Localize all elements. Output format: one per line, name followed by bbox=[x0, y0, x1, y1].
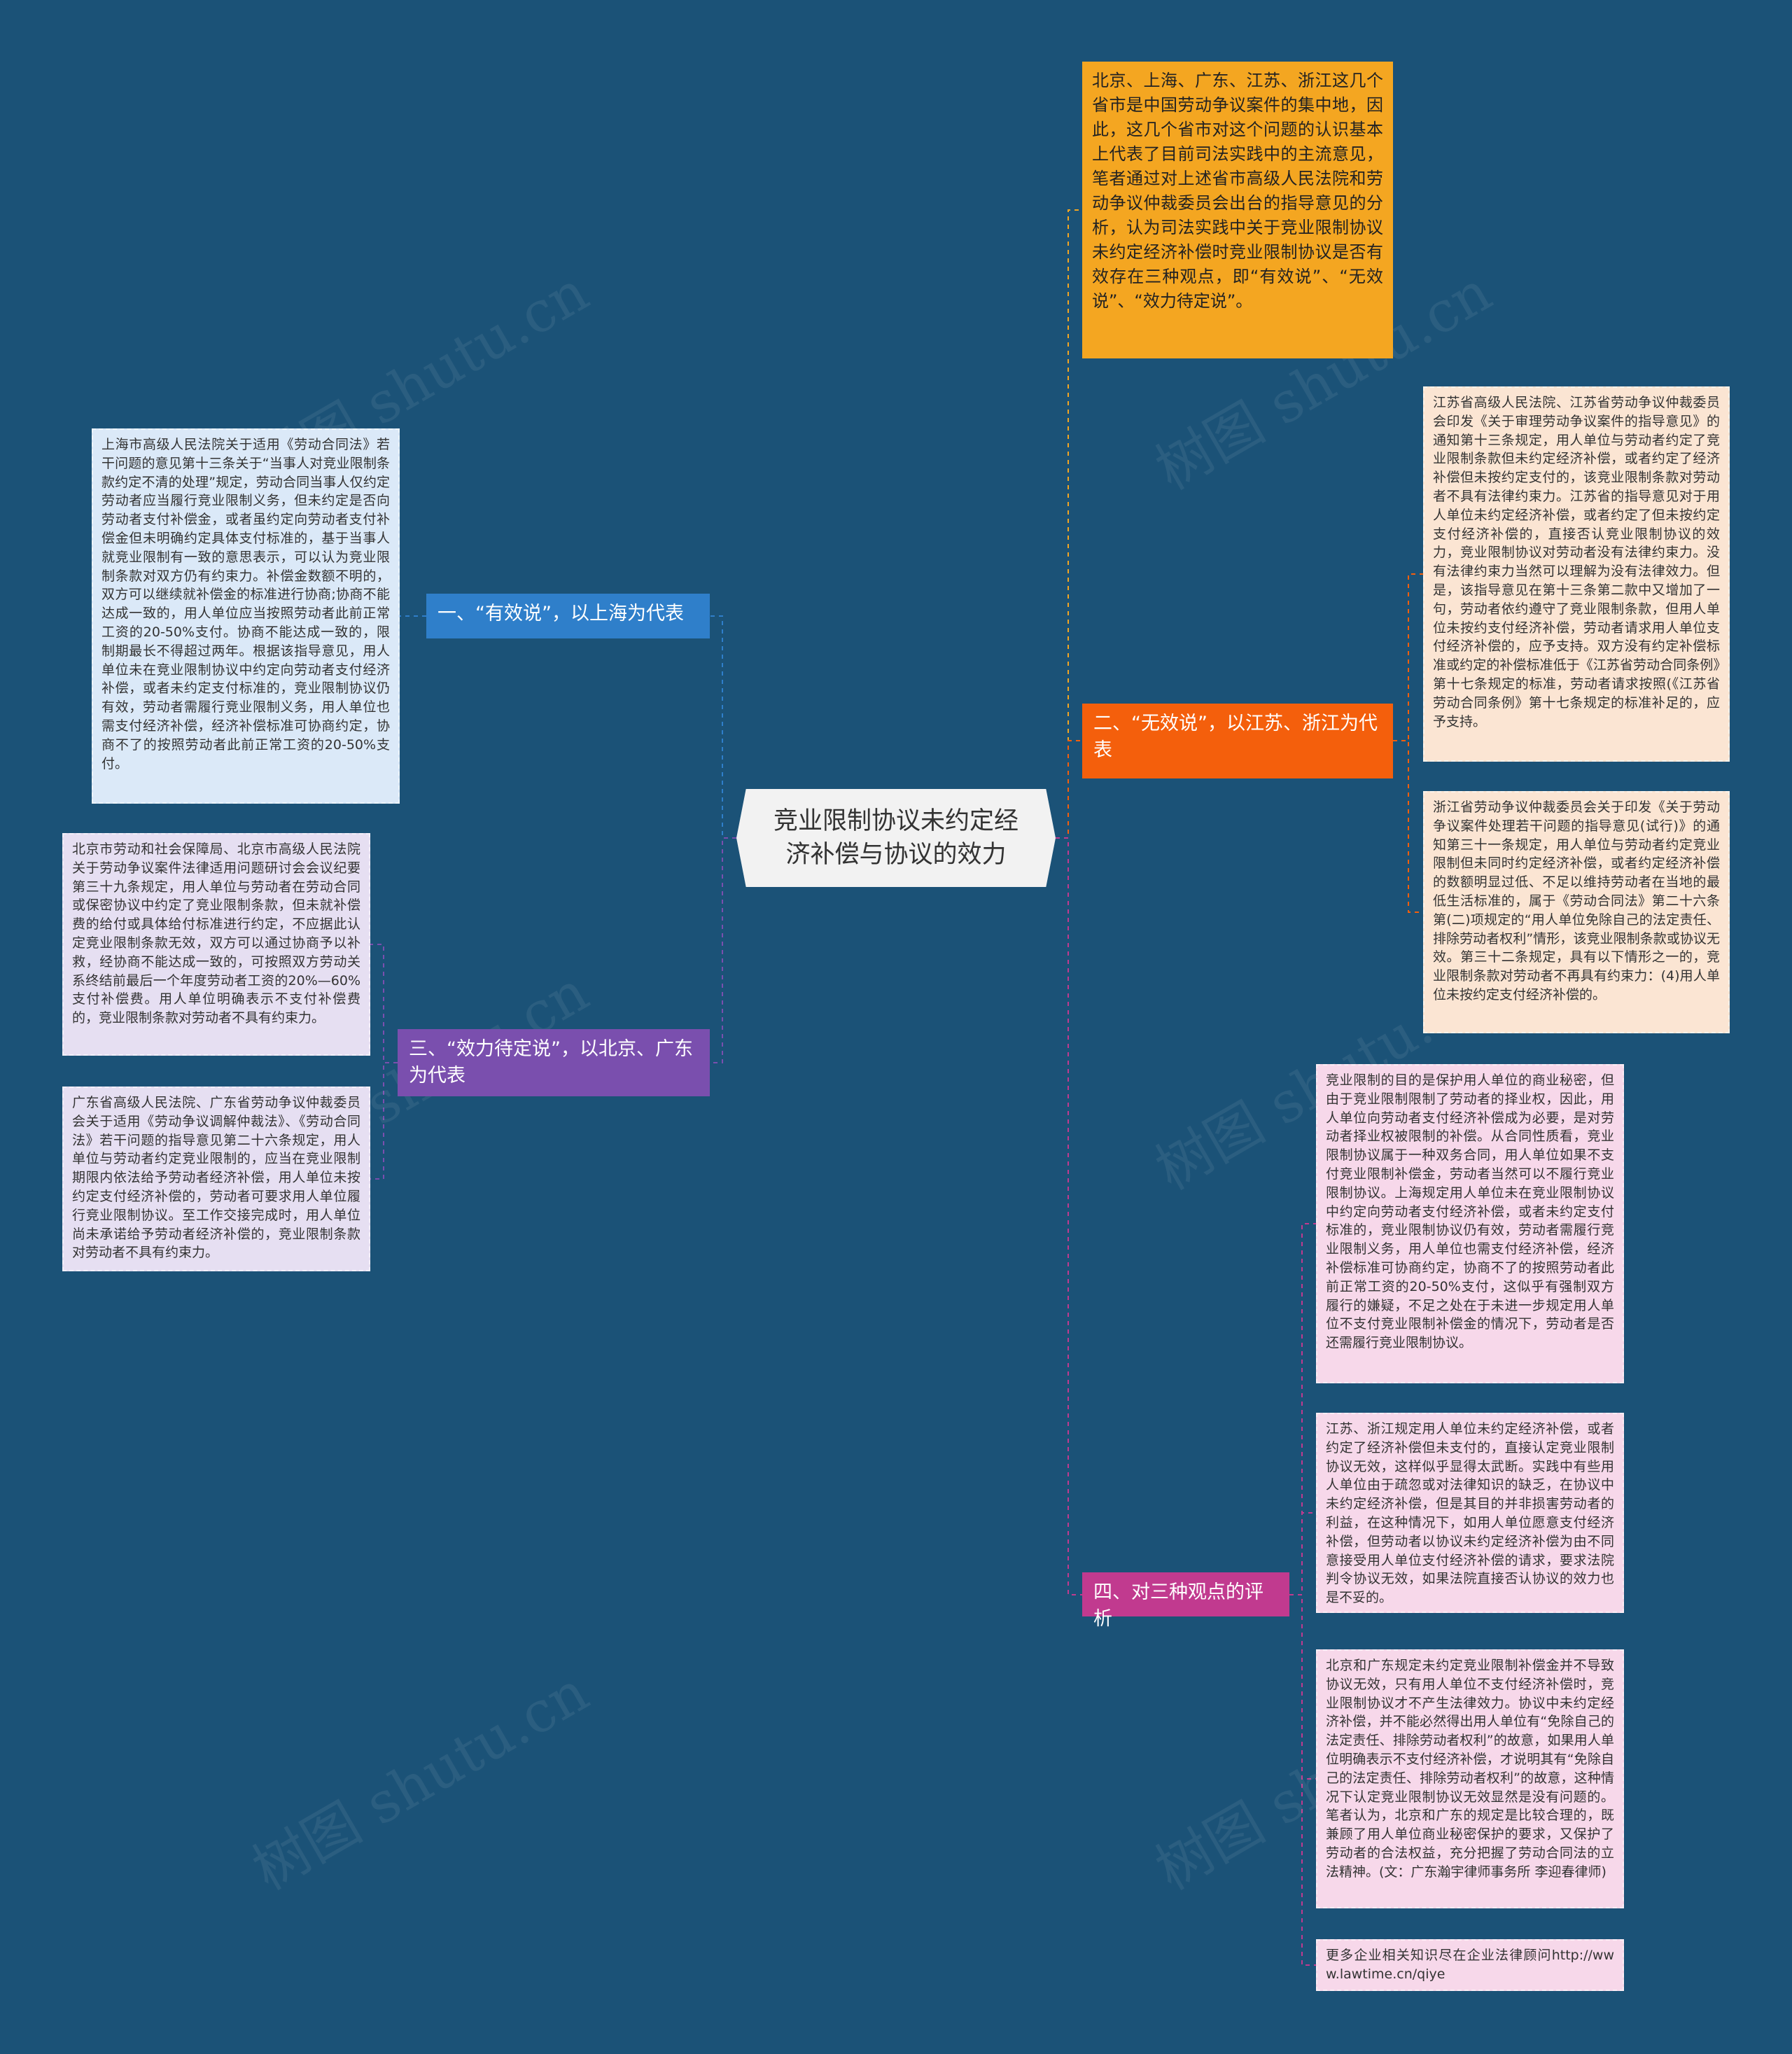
leaf-zhejiang-opinion[interactable]: 浙江省劳动争议仲裁委员会关于印发《关于劳动争议案件处理若干问题的指导意见(试行)… bbox=[1423, 791, 1730, 1033]
leaf-evaluation-beijing-guangdong[interactable]: 北京和广东规定未约定竞业限制补偿金并不导致协议无效，只有用人单位不支付经济补偿时… bbox=[1316, 1649, 1624, 1908]
leaf-evaluation-jiangsu-zhejiang[interactable]: 江苏、浙江规定用人单位未约定经济补偿，或者约定了经济补偿但未支付的，直接认定竞业… bbox=[1316, 1413, 1624, 1613]
connector-leaf-3b bbox=[370, 1062, 398, 1180]
connector-leaf-4b bbox=[1289, 1512, 1316, 1595]
leaf-evaluation-shanghai[interactable]: 竞业限制的目的是保护用人单位的商业秘密，但由于竞业限制限制了劳动者的择业权，因此… bbox=[1316, 1064, 1624, 1383]
leaf-jiangsu-opinion[interactable]: 江苏省高级人民法院、江苏省劳动争议仲裁委员会印发《关于审理劳动争议案件的指导意见… bbox=[1423, 386, 1730, 762]
leaf-shanghai-opinion[interactable]: 上海市高级人民法院关于适用《劳动合同法》若干问题的意见第十三条关于“当事人对竞业… bbox=[92, 428, 400, 804]
connector-leaf-4a bbox=[1289, 1223, 1316, 1595]
branch-pending-theory[interactable]: 三、“效力待定说”，以北京、广东为代表 bbox=[398, 1029, 710, 1096]
connector-branch-2 bbox=[1056, 740, 1082, 839]
connector-branch-1 bbox=[710, 615, 736, 839]
branch-invalid-theory[interactable]: 二、“无效说”，以江苏、浙江为代表 bbox=[1082, 704, 1393, 778]
connector-branch-4 bbox=[1056, 837, 1082, 1595]
central-topic[interactable]: 竞业限制协议未约定经济补偿与协议的效力 bbox=[736, 789, 1056, 887]
connector-intro bbox=[1056, 209, 1082, 839]
leaf-guangdong-opinion[interactable]: 广东省高级人民法院、广东省劳动争议仲裁委员会关于适用《劳动争议调解仲裁法》、《劳… bbox=[62, 1087, 370, 1271]
connector-leaf-4d bbox=[1289, 1594, 1316, 1966]
branch-evaluation[interactable]: 四、对三种观点的评析 bbox=[1082, 1572, 1289, 1630]
leaf-more-info-link[interactable]: 更多企业相关知识尽在企业法律顾问http://www.lawtime.cn/qi… bbox=[1316, 1939, 1624, 1991]
central-topic-label: 竞业限制协议未约定经济补偿与协议的效力 bbox=[773, 807, 1018, 869]
branch-valid-theory[interactable]: 一、“有效说”，以上海为代表 bbox=[426, 594, 710, 638]
connector-branch-3 bbox=[710, 837, 736, 1063]
leaf-beijing-opinion[interactable]: 北京市劳动和社会保障局、北京市高级人民法院关于劳动争议案件法律适用问题研讨会会议… bbox=[62, 833, 370, 1056]
connector-leaf-2b bbox=[1393, 740, 1423, 913]
connector-leaf-2a bbox=[1393, 573, 1423, 741]
intro-note[interactable]: 北京、上海、广东、江苏、浙江这几个省市是中国劳动争议案件的集中地，因此，这几个省… bbox=[1082, 62, 1393, 358]
